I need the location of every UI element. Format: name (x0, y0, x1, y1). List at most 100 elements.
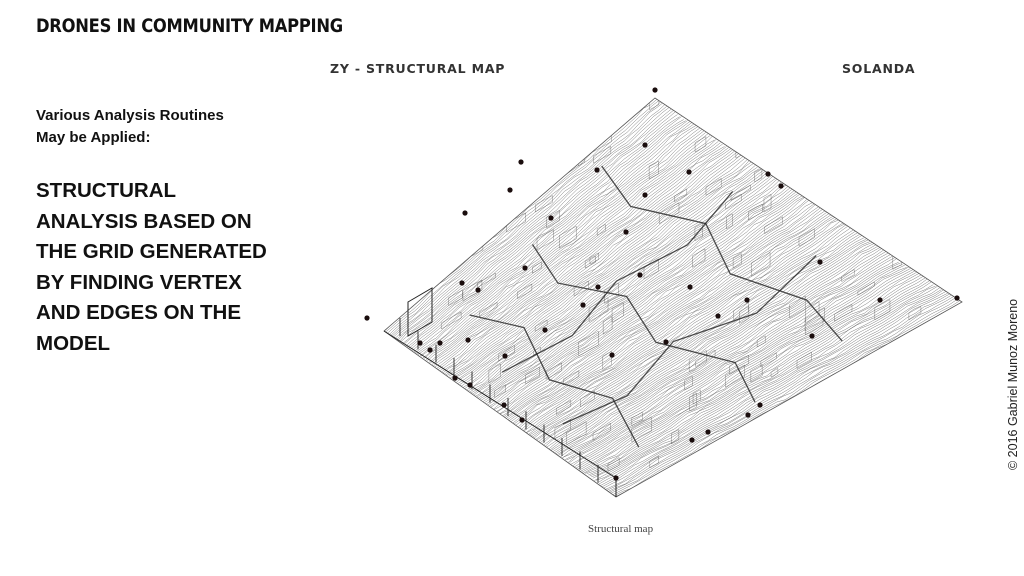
contour-line (397, 110, 674, 341)
building-block (725, 193, 742, 210)
building-block (748, 203, 763, 221)
contour-line (407, 120, 686, 348)
vertex-point (778, 183, 784, 189)
contour-line (577, 268, 911, 470)
vertex-point (507, 187, 513, 193)
vertex-point (594, 167, 600, 173)
contour-line (578, 269, 914, 471)
contour-line (504, 203, 815, 418)
analysis-line: ANALYSIS BASED ON (36, 209, 252, 233)
building-block (578, 330, 599, 357)
contour-line (509, 207, 821, 421)
contour-line (603, 291, 946, 489)
building-block (554, 419, 571, 440)
contour-line (547, 242, 872, 450)
structural-edge (531, 244, 756, 403)
vertex-point (522, 265, 528, 271)
building-block (631, 411, 643, 427)
contour-line (516, 214, 832, 429)
building-block (908, 306, 922, 321)
vertex-point (364, 315, 370, 321)
structural-vertices (364, 87, 960, 481)
building-block (649, 98, 660, 111)
contour-line (476, 178, 778, 398)
contour-line (558, 251, 887, 456)
building-block (546, 209, 560, 229)
vertex-point (519, 417, 525, 423)
contour-line (561, 254, 891, 459)
contour-line (574, 267, 907, 468)
map-header-left: ZY - STRUCTURAL MAP (330, 61, 506, 76)
contour-line (580, 270, 916, 472)
contour-line (390, 102, 664, 337)
vertex-point (580, 302, 586, 308)
building-block (536, 229, 554, 251)
contour-line (441, 148, 731, 373)
copyright-credit: © 2016 Gabriel Munoz Moreno (1006, 298, 1020, 470)
vertex-point (462, 210, 468, 216)
contour-line (540, 235, 862, 443)
contour-line (416, 126, 699, 355)
contour-line (419, 129, 703, 357)
vertex-point (715, 313, 721, 319)
contour-line (391, 104, 666, 337)
contour-line (479, 181, 783, 400)
building-block (957, 278, 962, 302)
vertex-point (765, 171, 771, 177)
contour-line (538, 234, 860, 442)
contour-line (526, 222, 844, 434)
structural-edge (469, 314, 640, 448)
structural-edges (383, 97, 963, 498)
contour-line (570, 264, 903, 465)
building-block (556, 399, 572, 415)
contour-line (529, 223, 848, 436)
contour-line (612, 298, 959, 495)
contour-line (487, 189, 793, 406)
contour-line (564, 257, 895, 460)
contour-line (600, 289, 942, 486)
building-block (804, 307, 825, 332)
contour-line (439, 147, 729, 372)
contour-line (518, 215, 834, 429)
contour-line (388, 101, 662, 336)
building-block (729, 354, 749, 375)
building-block (760, 352, 777, 368)
analysis-line: AND EDGES ON THE (36, 301, 242, 324)
building-block (494, 384, 506, 398)
building-block (488, 363, 501, 384)
building-block (692, 248, 706, 268)
contour-line (521, 218, 838, 433)
analysis-text: STRUCTURAL ANALYSIS BASED ON THE GRID GE… (36, 176, 286, 359)
vertex-point (652, 87, 658, 93)
vertex-point (689, 437, 695, 443)
building-block (563, 370, 580, 386)
building-block (857, 281, 875, 296)
contour-line (431, 141, 719, 365)
building-block (732, 253, 742, 269)
contour-line (515, 213, 830, 426)
building-block (580, 390, 596, 408)
intro-line: May be Applied: (36, 129, 151, 146)
contour-line (544, 239, 868, 447)
contour-line (588, 277, 926, 476)
building-block (440, 311, 462, 330)
vertex-point (817, 259, 823, 265)
building-block (705, 178, 722, 196)
building-block (694, 136, 707, 153)
contour-line (451, 157, 746, 379)
building-block (725, 364, 745, 388)
vertex-point (542, 327, 548, 333)
building-block (756, 335, 766, 348)
building-block (534, 195, 553, 213)
contour-line (427, 136, 713, 361)
building-block (735, 139, 751, 159)
analysis-line: STRUCTURAL (36, 179, 177, 202)
contour-line (523, 219, 840, 432)
building-block (739, 305, 750, 324)
building-block (763, 193, 772, 213)
contour-line (417, 127, 701, 355)
contour-line (532, 227, 852, 438)
contour-line (473, 175, 774, 396)
contour-line (411, 122, 692, 352)
